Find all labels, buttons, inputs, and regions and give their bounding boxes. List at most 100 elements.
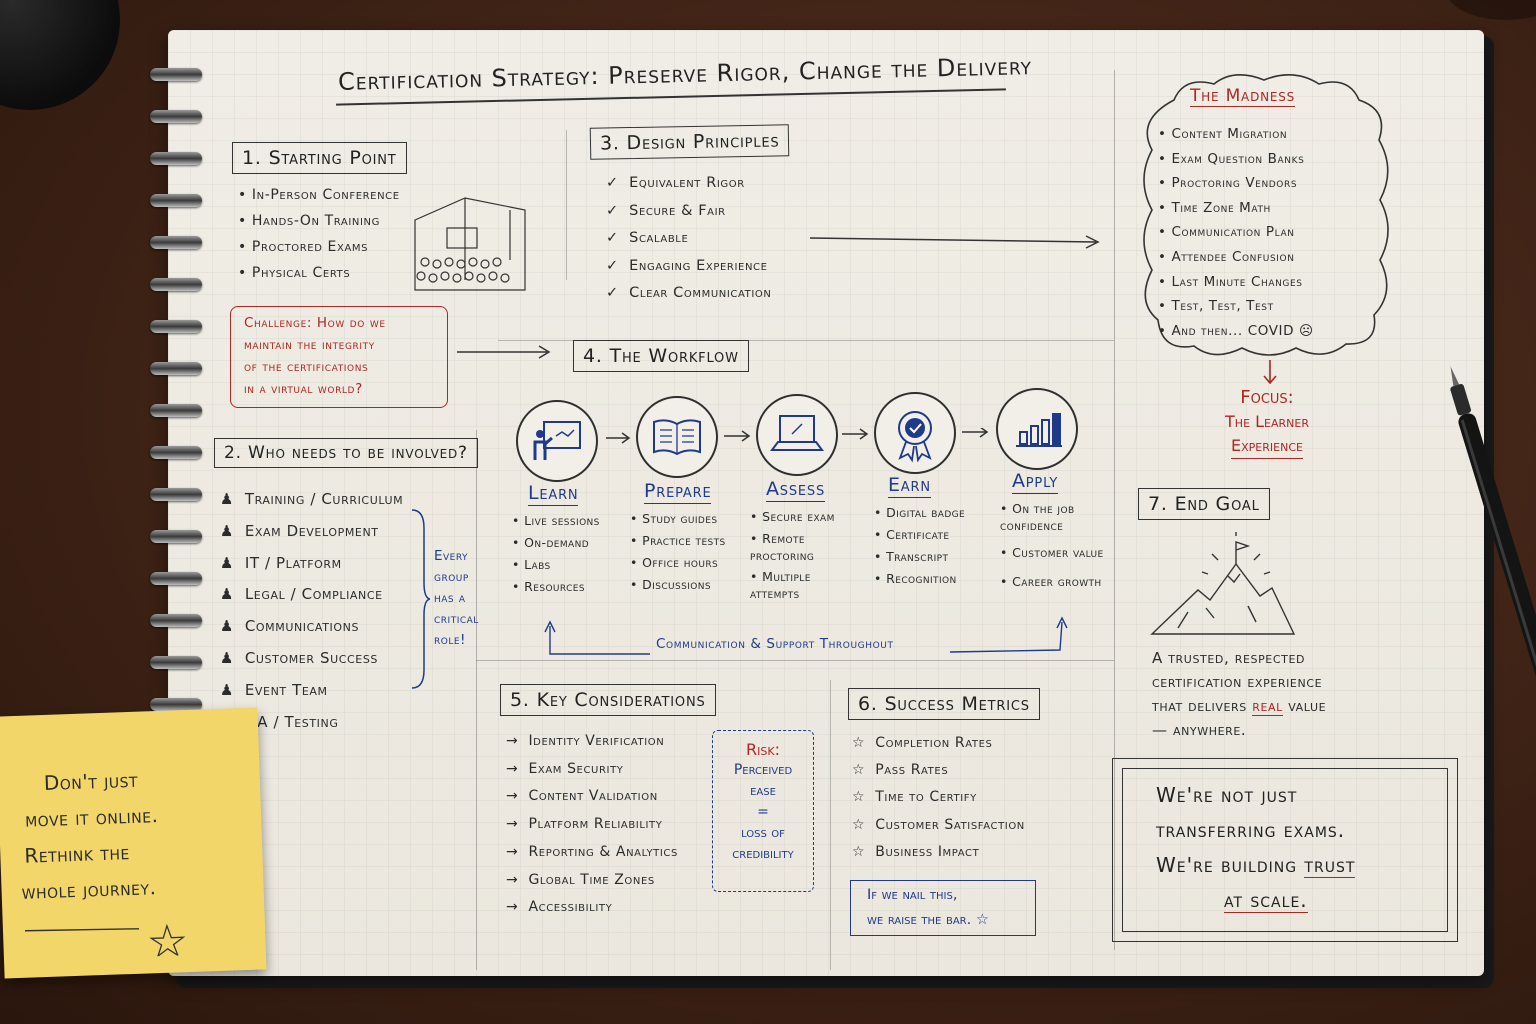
- list-item: ☆ Completion Rates: [852, 735, 993, 751]
- list-item: • Practice tests: [630, 533, 726, 548]
- prepare-list: • Study guides • Practice tests • Office…: [630, 508, 726, 596]
- callout-box: If we nail this,we raise the bar. ☆: [850, 880, 1036, 936]
- workflow-step-prepare: [636, 396, 718, 478]
- person-icon: ♟: [220, 648, 235, 667]
- checkmark-icon: ✓: [606, 175, 619, 191]
- checkmark-icon: ✓: [606, 202, 619, 219]
- list-item: • Live sessions: [512, 513, 600, 528]
- list-item: → Global Time Zones: [506, 871, 655, 888]
- list-item: → Content Validation: [506, 788, 658, 805]
- list-item: ☆ Customer Satisfaction: [852, 816, 1025, 833]
- arrow-icon: →: [506, 788, 519, 805]
- arrow-down-icon: [1263, 360, 1277, 385]
- list-item: • Career growth: [1000, 574, 1102, 589]
- closing-text: We're not just transferring exams. We're…: [1156, 783, 1356, 913]
- divider: [1114, 70, 1115, 950]
- list-item: • Exam Question Banks: [1158, 150, 1305, 167]
- star-icon: ☆: [852, 735, 866, 751]
- list-item: ✓ Secure & Fair: [606, 202, 726, 219]
- list-item: • Remote proctoring: [750, 531, 815, 563]
- list-item: • Transcript: [874, 549, 949, 564]
- list-item: • Physical Certs: [238, 265, 351, 281]
- list-item: ☆ Business Impact: [852, 843, 980, 860]
- list-item: • Proctored Exams: [238, 239, 369, 255]
- list-item: ✓ Engaging Experience: [606, 257, 768, 274]
- list-item: ♟ IT / Platform: [220, 553, 342, 572]
- list-item: → Platform Reliability: [506, 816, 663, 833]
- list-item: ♟ Communications: [220, 617, 360, 636]
- list-item: • Study guides: [630, 511, 718, 526]
- arrow-icon: →: [506, 899, 519, 916]
- support-label: Communication & Support Throughout: [656, 636, 894, 652]
- arrow-icon: →: [506, 843, 519, 860]
- section-3-heading: 3. Design Principles: [589, 124, 790, 160]
- person-icon: ♟: [220, 585, 235, 604]
- checkmark-icon: ✓: [606, 230, 619, 246]
- section-5-heading: 5. Key Considerations: [500, 684, 716, 716]
- arrow-icon: →: [506, 816, 519, 833]
- list-item: ✓ Clear Communication: [606, 285, 772, 301]
- list-item: • Content Migration: [1158, 126, 1288, 142]
- list-item: • Communication Plan: [1158, 224, 1295, 241]
- closing-box-outer: [1112, 758, 1458, 942]
- support-bracket: [544, 616, 1068, 655]
- notebook-page: [168, 30, 1484, 976]
- considerations-list: → Identity Verification → Exam Security …: [506, 728, 678, 922]
- list-item: ✓ Scalable: [606, 230, 689, 246]
- person-icon: ♟: [220, 553, 235, 572]
- list-item: • Test, Test, Test: [1158, 298, 1274, 315]
- arrow-right-icon: [809, 235, 1100, 249]
- list-item: → Exam Security: [506, 760, 624, 777]
- list-item: • Customer value: [1000, 545, 1104, 560]
- list-item: • And then... COVID ☹: [1158, 322, 1314, 339]
- list-item: → Reporting & Analytics: [506, 843, 678, 860]
- arrow-icon: →: [506, 871, 519, 888]
- step-title-earn: Earn: [888, 474, 931, 498]
- list-item: • Recognition: [874, 571, 957, 586]
- learn-list: • Live sessions • On-demand • Labs • Res…: [512, 510, 600, 598]
- workflow-step-assess: [756, 394, 838, 476]
- workflow-step-apply: [996, 388, 1078, 470]
- star-icon: [24, 923, 186, 958]
- star-icon: ☆: [852, 789, 866, 806]
- divider: [476, 660, 1114, 661]
- laptop-icon: [770, 415, 824, 451]
- person-icon: ♟: [220, 521, 235, 540]
- list-item: ♟ Legal / Compliance: [220, 585, 383, 604]
- workflow-step-earn: [874, 392, 956, 474]
- workflow-step-learn: [516, 400, 598, 482]
- list-item: ✓ Equivalent Rigor: [606, 175, 745, 191]
- list-item: • Secure exam: [750, 509, 835, 524]
- list-item: • In-Person Conference: [238, 187, 400, 203]
- divider: [476, 430, 477, 970]
- list-item: • Hands-On Training: [238, 213, 380, 229]
- arrow-right-icon: [457, 345, 551, 359]
- list-item: • Time Zone Math: [1158, 199, 1271, 216]
- assess-list: • Secure exam • Remote proctoring • Mult…: [750, 506, 860, 602]
- madness-cloud: [1143, 74, 1389, 356]
- step-title-prepare: Prepare: [644, 480, 712, 504]
- section-1-heading: 1. Starting Point: [232, 142, 407, 174]
- pen: [1438, 362, 1536, 771]
- apply-list: • On the job confidence • Customer value…: [1000, 500, 1110, 593]
- list-item: • On-demand: [512, 535, 590, 550]
- madness-heading: The Madness: [1190, 86, 1296, 107]
- list-item: • Proctoring Vendors: [1158, 175, 1298, 192]
- list-item: → Accessibility: [506, 899, 613, 916]
- step-title-apply: Apply: [1012, 470, 1059, 494]
- step-title-learn: Learn: [528, 482, 579, 506]
- curly-brace-icon: [411, 509, 430, 689]
- bar-chart-icon: [1016, 413, 1062, 447]
- list-item: • Multiple attempts: [750, 569, 811, 601]
- list-item: • Last Minute Changes: [1158, 273, 1303, 290]
- list-item: ☆ Time to Certify: [852, 789, 977, 806]
- list-item: • Certificate: [874, 527, 950, 542]
- earn-list: • Digital badge • Certificate • Transcri…: [874, 502, 965, 590]
- divider: [498, 340, 1114, 341]
- list-item: • Labs: [512, 557, 551, 572]
- list-item: ♟ Customer Success: [220, 648, 378, 667]
- arrow-icon: →: [506, 733, 519, 749]
- checkmark-icon: ✓: [606, 257, 619, 274]
